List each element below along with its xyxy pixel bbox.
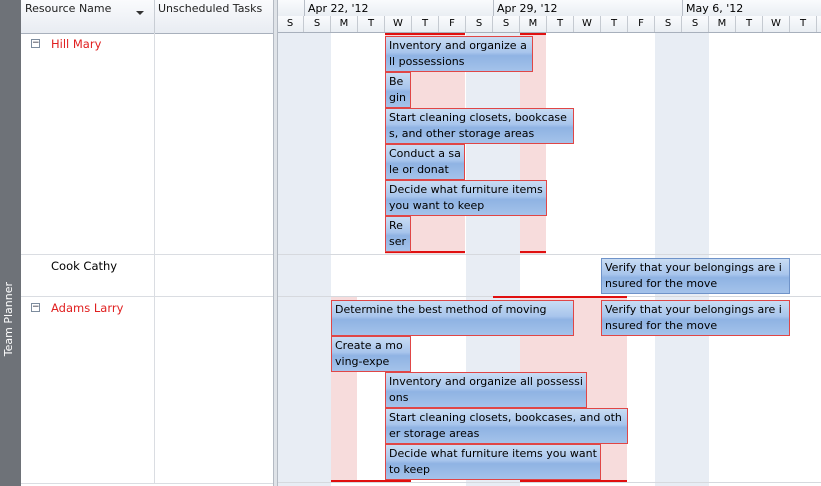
resource-grid: − Hill Mary Cook Cathy − Adams Larry — [21, 33, 273, 486]
day-header: S — [682, 16, 709, 32]
day-header: F — [628, 16, 655, 32]
task-bar[interactable]: Inventory and organize all possessions — [385, 372, 587, 408]
day-header: T — [601, 16, 628, 32]
task-bar[interactable]: Create a moving-expe — [331, 336, 411, 372]
view-sidebar[interactable]: Team Planner — [0, 0, 21, 486]
overallocation-indicator — [385, 251, 465, 253]
day-header: S — [493, 16, 520, 32]
overallocation-indicator — [520, 480, 627, 482]
column-header-unscheduled-tasks[interactable]: Unscheduled Tasks — [158, 2, 263, 15]
row-separator — [278, 254, 821, 255]
overallocation-indicator — [520, 33, 546, 35]
resource-row[interactable]: Cook Cathy — [21, 255, 273, 297]
nonworking-day — [304, 33, 331, 486]
week-label: Apr 29, '12 — [497, 2, 558, 15]
overallocation-indicator — [493, 296, 627, 298]
day-header: F — [439, 16, 466, 32]
overallocation-indicator — [520, 251, 546, 253]
task-bar[interactable]: Inventory and organize all possessions — [385, 36, 533, 72]
task-bar[interactable]: Decide what furniture items you want to … — [385, 180, 547, 216]
day-header: S — [466, 16, 493, 32]
collapse-icon[interactable]: − — [31, 38, 40, 48]
column-header-resource-name[interactable]: Resource Name — [25, 2, 112, 15]
column-dropdown-icon[interactable] — [136, 11, 144, 15]
row-separator — [278, 482, 821, 483]
day-header: M — [709, 16, 736, 32]
task-bar[interactable]: Decide what furniture items you want to … — [385, 444, 601, 480]
task-bar[interactable]: Conduct a sale or donat — [385, 144, 465, 180]
resource-row[interactable]: − Adams Larry — [21, 297, 273, 484]
resource-name[interactable]: Adams Larry — [51, 301, 124, 315]
week-label: May 6, '12 — [686, 2, 744, 15]
pane-splitter[interactable] — [273, 0, 278, 486]
task-bar[interactable]: Determine the best method of moving — [331, 300, 574, 336]
task-bar[interactable]: Verify that your belongings are insured … — [601, 258, 790, 294]
task-bar[interactable]: Begin — [385, 72, 411, 108]
resource-name[interactable]: Cook Cathy — [51, 259, 118, 273]
day-header: S — [304, 16, 331, 32]
resource-row[interactable]: − Hill Mary — [21, 33, 273, 255]
day-header: M — [331, 16, 358, 32]
collapse-icon[interactable]: − — [31, 302, 40, 312]
overallocation-indicator — [385, 33, 465, 35]
view-label: Team Planner — [2, 281, 15, 356]
day-header: T — [358, 16, 385, 32]
grid-header: Resource Name Unscheduled Tasks — [21, 0, 273, 34]
day-header: S — [278, 16, 304, 32]
day-header: W — [574, 16, 601, 32]
day-header: T — [547, 16, 574, 32]
day-header: W — [763, 16, 790, 32]
task-bar[interactable]: Start cleaning closets, bookcases, and o… — [385, 408, 628, 444]
day-header: T — [412, 16, 439, 32]
day-header: S — [655, 16, 682, 32]
day-header: M — [520, 16, 547, 32]
task-bar[interactable]: Start cleaning closets, bookcases, and o… — [385, 108, 574, 144]
day-header: T — [790, 16, 817, 32]
task-bar[interactable]: Reserv — [385, 216, 411, 252]
week-label: Apr 22, '12 — [308, 2, 369, 15]
overallocation-indicator — [331, 480, 411, 482]
day-header: W — [385, 16, 412, 32]
timescale-weeks: Apr 22, '12 Apr 29, '12 May 6, '12 — [278, 0, 821, 17]
task-bar[interactable]: Verify that your belongings are insured … — [601, 300, 790, 336]
resource-name[interactable]: Hill Mary — [51, 37, 102, 51]
nonworking-day — [278, 33, 304, 486]
day-header: T — [736, 16, 763, 32]
